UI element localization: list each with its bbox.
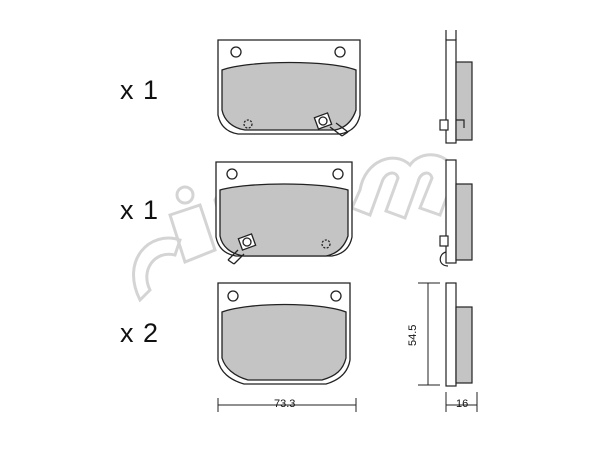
side-profile-middle: [439, 159, 473, 267]
dimension-thickness-line: [445, 392, 478, 412]
quantity-label-middle: x 1: [120, 195, 160, 225]
side-profile-bottom: [445, 282, 473, 387]
side-profile-top: [439, 30, 473, 144]
brake-pad-top: [217, 39, 361, 137]
dimension-width-line: [217, 398, 357, 412]
dimension-height-label: 54.5: [407, 324, 419, 346]
brake-pad-bottom: [217, 282, 351, 385]
dimension-width-label: 73.3: [274, 398, 296, 410]
dimension-height-line: [418, 282, 440, 386]
quantity-label-bottom: x 2: [120, 318, 160, 348]
dimension-thickness-label: 16: [456, 398, 469, 410]
quantity-label-top: x 1: [120, 75, 160, 105]
brake-pad-middle: [215, 161, 353, 265]
